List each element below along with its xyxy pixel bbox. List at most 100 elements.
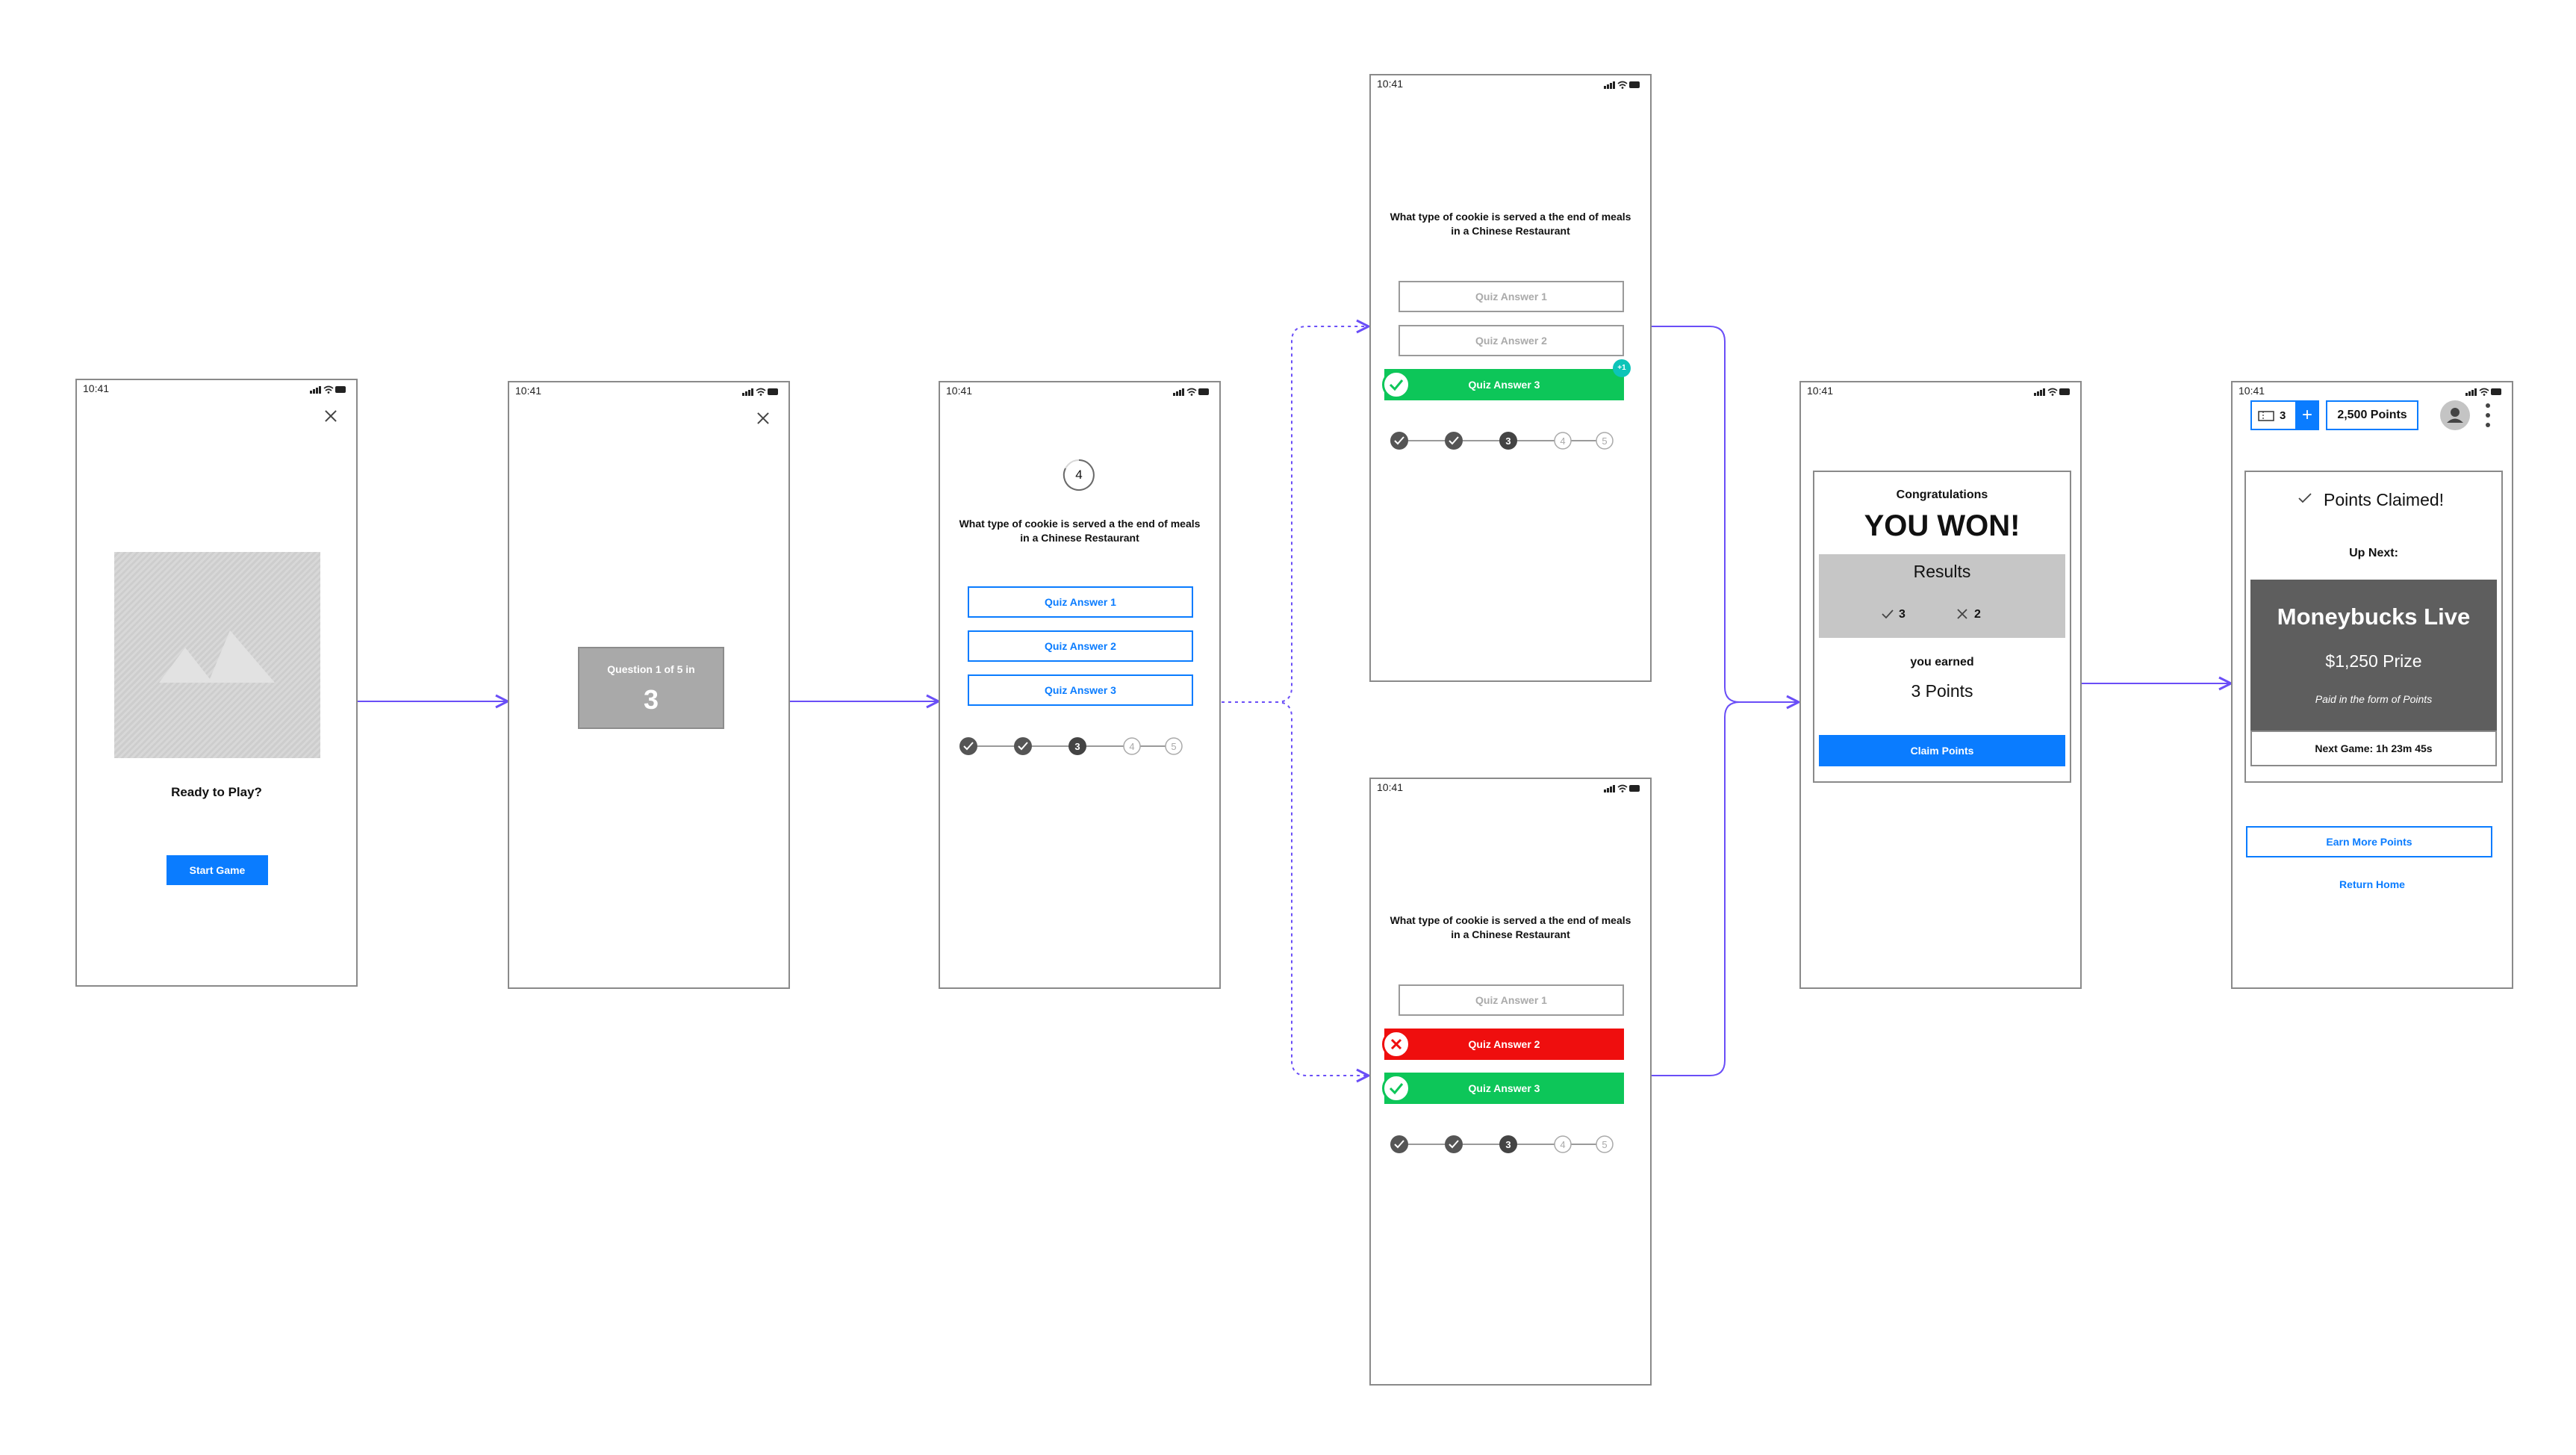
close-icon[interactable] bbox=[325, 410, 337, 422]
check-circle-icon bbox=[1382, 1074, 1410, 1102]
mountain-icon bbox=[159, 630, 275, 683]
screen-you-won: 10:41 Congratulations YOU WON! Results 3… bbox=[1799, 381, 2082, 989]
status-icons bbox=[1604, 81, 1640, 89]
wrong-count: 2 bbox=[1974, 608, 1981, 621]
next-game-timer: Next Game: 1h 23m 45s bbox=[2250, 730, 2497, 766]
up-next-label: Up Next: bbox=[2349, 547, 2398, 559]
ticket-icon bbox=[2258, 411, 2274, 421]
connector-question-to-wrong bbox=[1222, 701, 1369, 1076]
countdown-box: Question 1 of 5 in 3 bbox=[578, 647, 724, 729]
question-progress: 3 4 5 bbox=[1390, 1135, 1614, 1153]
screen-ready-to-play: 10:41 Ready to Play? Start Game bbox=[75, 379, 358, 987]
screen-answer-correct: 10:41 What type of cookie is served a th… bbox=[1369, 74, 1652, 682]
won-headline: YOU WON! bbox=[1864, 509, 2020, 542]
countdown-label: Question 1 of 5 in bbox=[607, 663, 695, 675]
connector-wrong-to-won bbox=[1652, 701, 1799, 1076]
status-icons bbox=[2465, 388, 2501, 396]
answer-2-wrong-button[interactable]: Quiz Answer 2 bbox=[1384, 1029, 1624, 1060]
progress-step-current: 3 bbox=[1505, 435, 1511, 447]
return-home-link[interactable]: Return Home bbox=[2339, 878, 2405, 890]
answer-2-button[interactable]: Quiz Answer 2 bbox=[968, 630, 1193, 662]
prize-note: Paid in the form of Points bbox=[2315, 693, 2433, 705]
question-text: What type of cookie is served a the end … bbox=[959, 518, 1201, 544]
timer-ring-icon bbox=[1063, 459, 1095, 491]
progress-step-4: 4 bbox=[1560, 435, 1565, 447]
status-icons bbox=[1173, 388, 1209, 396]
check-icon bbox=[1882, 609, 1894, 619]
claimed-card: Points Claimed! Up Next: Moneybucks Live… bbox=[2244, 471, 2503, 783]
progress-step-4: 4 bbox=[1560, 1139, 1565, 1150]
points-balance[interactable]: 2,500 Points bbox=[2326, 400, 2418, 430]
progress-step-current: 3 bbox=[1074, 741, 1080, 752]
status-icons bbox=[742, 388, 778, 396]
status-time: 10:41 bbox=[946, 385, 973, 397]
screen-points-claimed: 10:41 3 + 2,500 Points Poin bbox=[2231, 381, 2513, 989]
next-show-panel: Moneybucks Live $1,250 Prize Paid in the… bbox=[2250, 580, 2497, 730]
status-time: 10:41 bbox=[1377, 78, 1404, 90]
add-tickets-button[interactable]: + bbox=[2295, 402, 2319, 429]
check-icon bbox=[2298, 493, 2312, 503]
congrats-label: Congratulations bbox=[1896, 488, 1988, 501]
earn-more-points-button[interactable]: Earn More Points bbox=[2246, 826, 2492, 857]
image-placeholder-icon bbox=[114, 552, 320, 758]
answer-1-button[interactable]: Quiz Answer 1 bbox=[968, 586, 1193, 618]
prize-amount: $1,250 Prize bbox=[2325, 651, 2422, 671]
progress-step-4: 4 bbox=[1129, 741, 1134, 752]
results-panel: Results 3 2 bbox=[1819, 554, 2065, 638]
check-circle-icon bbox=[1382, 370, 1410, 399]
question-timer: 4 bbox=[1061, 457, 1097, 493]
status-time: 10:41 bbox=[515, 385, 542, 397]
show-title: Moneybucks Live bbox=[2277, 604, 2471, 630]
timer-number: 4 bbox=[1075, 468, 1083, 482]
status-bar: 10:41 bbox=[940, 382, 1219, 399]
avatar[interactable] bbox=[2440, 400, 2470, 430]
ticket-count: 3 bbox=[2280, 409, 2286, 422]
status-bar: 10:41 bbox=[1371, 75, 1650, 92]
close-icon[interactable] bbox=[757, 412, 769, 424]
status-time: 10:41 bbox=[1807, 385, 1834, 397]
earned-label: you earned bbox=[1910, 656, 1974, 668]
status-time: 10:41 bbox=[1377, 781, 1404, 793]
status-time: 10:41 bbox=[83, 382, 110, 394]
claim-points-button[interactable]: Claim Points bbox=[1819, 735, 2065, 766]
bonus-badge: +1 bbox=[1613, 359, 1631, 377]
ready-prompt: Ready to Play? bbox=[171, 785, 262, 799]
x-icon bbox=[1957, 609, 1967, 619]
status-bar: 10:41 bbox=[77, 380, 356, 397]
status-bar: 10:41 bbox=[2233, 382, 2512, 399]
progress-step-5: 5 bbox=[1171, 741, 1176, 752]
question-progress: 3 4 5 bbox=[1390, 432, 1614, 450]
status-icons bbox=[1604, 784, 1640, 792]
progress-step-current: 3 bbox=[1505, 1139, 1511, 1150]
status-bar: 10:41 bbox=[509, 382, 788, 399]
status-time: 10:41 bbox=[2239, 385, 2265, 397]
answer-1-button[interactable]: Quiz Answer 1 bbox=[1399, 984, 1624, 1016]
results-title: Results bbox=[1913, 562, 1971, 581]
screen-countdown: 10:41 Question 1 of 5 in 3 bbox=[508, 381, 790, 989]
start-game-button[interactable]: Start Game bbox=[167, 855, 268, 885]
connector-question-to-correct bbox=[1222, 326, 1369, 703]
answer-3-correct-button[interactable]: Quiz Answer 3 bbox=[1384, 369, 1624, 400]
screen-question: 10:41 4 What type of cookie is served a … bbox=[939, 381, 1221, 989]
progress-step-5: 5 bbox=[1602, 435, 1607, 447]
tickets-widget[interactable]: 3 + bbox=[2250, 400, 2319, 430]
question-text: What type of cookie is served a the end … bbox=[1390, 211, 1631, 237]
answer-1-button[interactable]: Quiz Answer 1 bbox=[1399, 281, 1624, 312]
user-icon bbox=[2447, 408, 2463, 423]
points-claimed-label: Points Claimed! bbox=[2324, 490, 2445, 509]
screen-answer-wrong: 10:41 What type of cookie is served a th… bbox=[1369, 778, 1652, 1386]
more-vertical-icon[interactable] bbox=[2485, 402, 2491, 429]
status-bar: 10:41 bbox=[1371, 779, 1650, 795]
answer-3-button[interactable]: Quiz Answer 3 bbox=[968, 674, 1193, 706]
connector-correct-to-won bbox=[1652, 326, 1799, 702]
answer-3-correct-button[interactable]: Quiz Answer 3 bbox=[1384, 1073, 1624, 1104]
answer-2-button[interactable]: Quiz Answer 2 bbox=[1399, 325, 1624, 356]
status-icons bbox=[310, 385, 346, 394]
status-bar: 10:41 bbox=[1801, 382, 2080, 399]
question-text: What type of cookie is served a the end … bbox=[1390, 914, 1631, 940]
question-progress: 3 4 5 bbox=[959, 737, 1183, 755]
x-circle-icon bbox=[1382, 1030, 1410, 1058]
correct-count: 3 bbox=[1899, 608, 1905, 621]
